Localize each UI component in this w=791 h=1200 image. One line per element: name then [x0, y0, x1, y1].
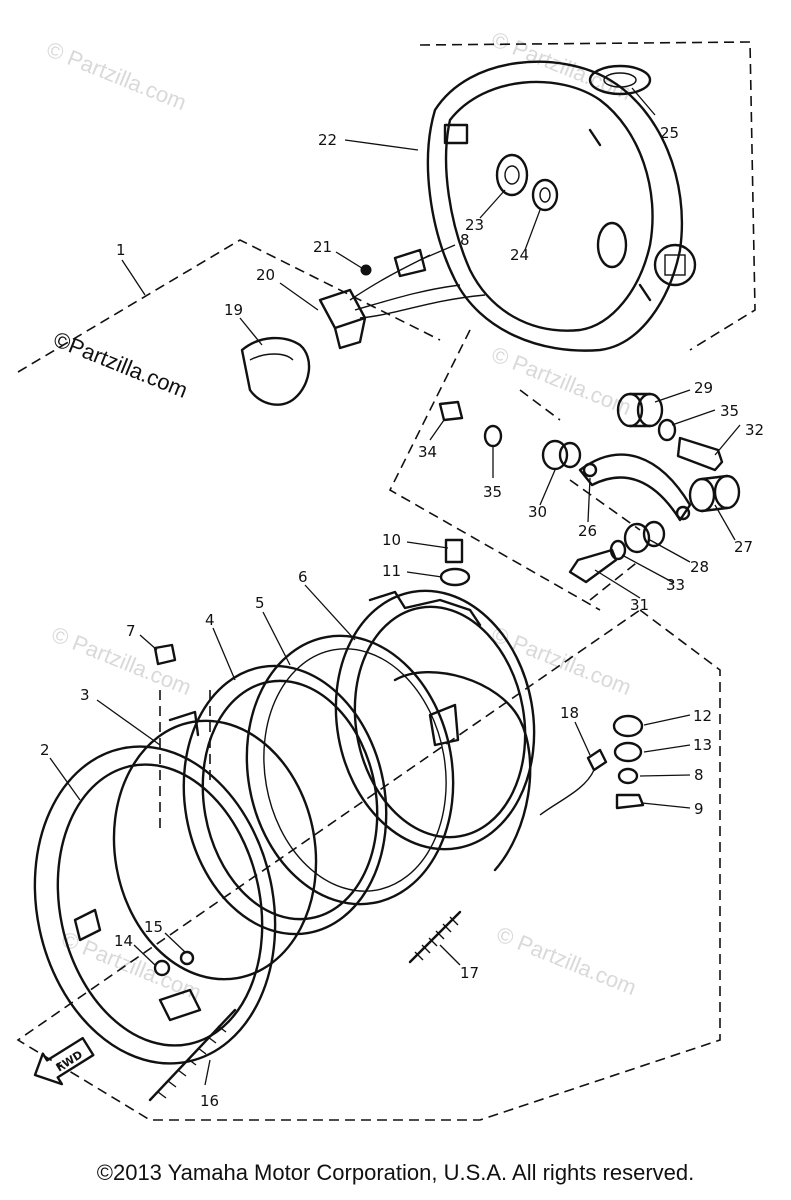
callout-35: 35 — [483, 483, 502, 501]
callout-11: 11 — [382, 562, 401, 580]
watermark-text: © Partzilla.com — [43, 36, 190, 115]
callout-2: 2 — [40, 741, 50, 759]
callout-1: 1 — [116, 241, 126, 259]
callout-18: 18 — [560, 704, 579, 722]
exploded-parts-diagram: © Partzilla.com © Partzilla.com © Partzi… — [16, 26, 764, 1121]
small-hardware — [148, 538, 645, 1102]
assembly-boundaries — [16, 41, 756, 1121]
callout-17: 17 — [460, 964, 479, 982]
callout-8: 8 — [694, 766, 704, 784]
watermark-text: © Partzilla.com — [488, 341, 635, 420]
watermark-text: © Partzilla.com — [493, 921, 640, 1000]
headlight-assembly-boundary — [16, 239, 721, 1121]
callout-22: 22 — [318, 131, 337, 149]
headlight-rim — [33, 745, 277, 1065]
sealed-beam-unit — [245, 634, 532, 906]
callout-8: 8 — [460, 231, 470, 249]
callout-13: 13 — [693, 736, 712, 754]
callout-26: 26 — [578, 522, 597, 540]
watermarks: © Partzilla.com © Partzilla.com © Partzi… — [43, 26, 640, 1005]
callout-35: 35 — [720, 402, 739, 420]
headlight-case — [426, 60, 697, 352]
callout-24: 24 — [510, 246, 529, 264]
callout-15: 15 — [144, 918, 163, 936]
callout-33: 33 — [666, 576, 685, 594]
callout-6: 6 — [298, 568, 308, 586]
forward-arrow: FWD — [33, 1036, 95, 1086]
mounting-hardware — [438, 392, 741, 584]
inner-rim — [112, 710, 318, 981]
watermark-text: © Partzilla.com — [488, 621, 635, 700]
leader-lines — [49, 87, 741, 1086]
callout-27: 27 — [734, 538, 753, 556]
copyright-notice: ©2013 Yamaha Motor Corporation, U.S.A. A… — [96, 1160, 695, 1185]
headlight-body — [334, 589, 536, 851]
callout-34: 34 — [418, 443, 437, 461]
callout-23: 23 — [465, 216, 484, 234]
grommet — [495, 153, 559, 212]
callout-21: 21 — [313, 238, 332, 256]
callout-4: 4 — [205, 611, 215, 629]
callout-5: 5 — [255, 594, 265, 612]
callout-32: 32 — [745, 421, 764, 439]
bolt-guide — [159, 690, 211, 830]
callout-14: 14 — [114, 932, 133, 950]
callout-numbers: 1 2 3 4 5 6 7 8 8 9 10 11 12 13 14 15 16… — [40, 124, 764, 1110]
callout-31: 31 — [630, 596, 649, 614]
callout-29: 29 — [694, 379, 713, 397]
callout-25: 25 — [660, 124, 679, 142]
socket-wiring — [240, 248, 486, 406]
watermark-text-dark: ©Partzilla.com — [50, 326, 191, 402]
callout-3: 3 — [80, 686, 90, 704]
callout-10: 10 — [382, 531, 401, 549]
sealed-beam-ring — [182, 664, 388, 936]
callout-9: 9 — [694, 800, 704, 818]
callout-28: 28 — [690, 558, 709, 576]
callout-12: 12 — [693, 707, 712, 725]
callout-19: 19 — [224, 301, 243, 319]
case-assembly-boundary — [388, 41, 756, 611]
callout-30: 30 — [528, 503, 547, 521]
callout-16: 16 — [200, 1092, 219, 1110]
callout-7: 7 — [126, 622, 136, 640]
callout-20: 20 — [256, 266, 275, 284]
